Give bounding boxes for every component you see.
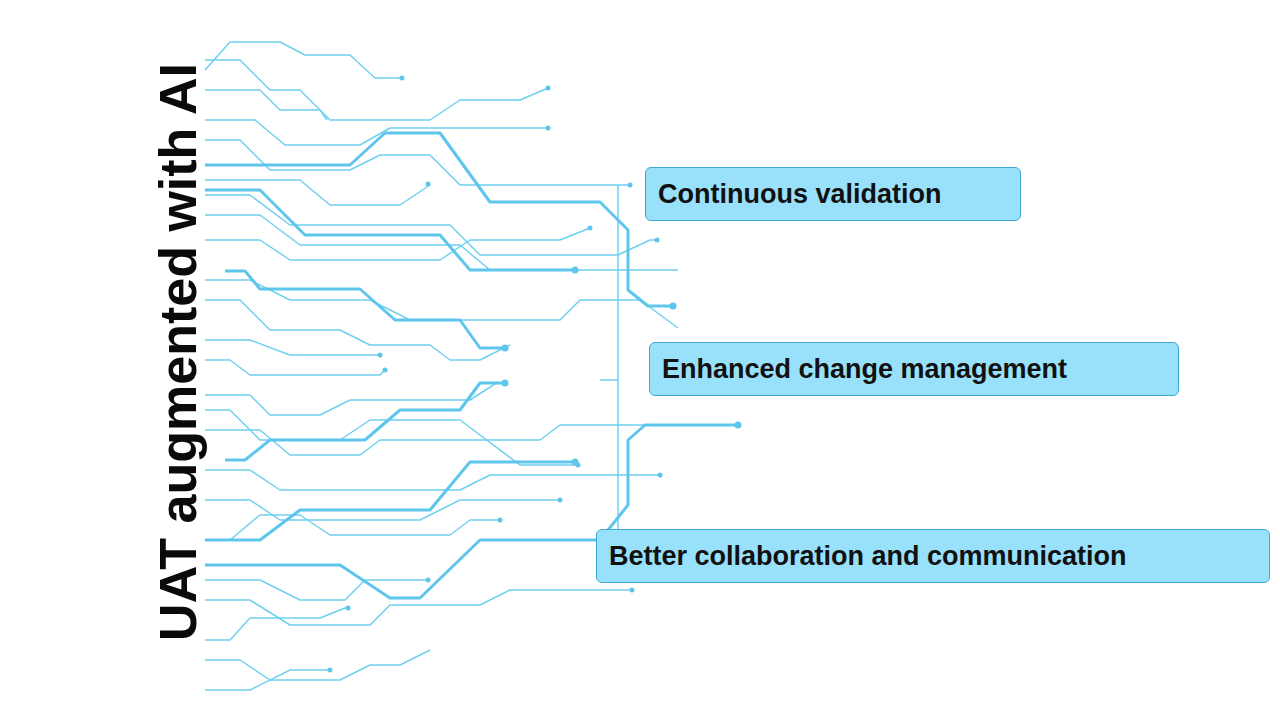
label-box: Continuous validation — [645, 167, 1021, 221]
box-label: Enhanced change management — [662, 354, 1067, 385]
vertical-title: UAT augmented with AI — [152, 63, 204, 641]
box-label: Better collaboration and communication — [609, 541, 1127, 572]
label-box: Enhanced change management — [649, 342, 1179, 396]
label-box: Better collaboration and communication — [596, 529, 1270, 583]
box-label: Continuous validation — [658, 179, 942, 210]
